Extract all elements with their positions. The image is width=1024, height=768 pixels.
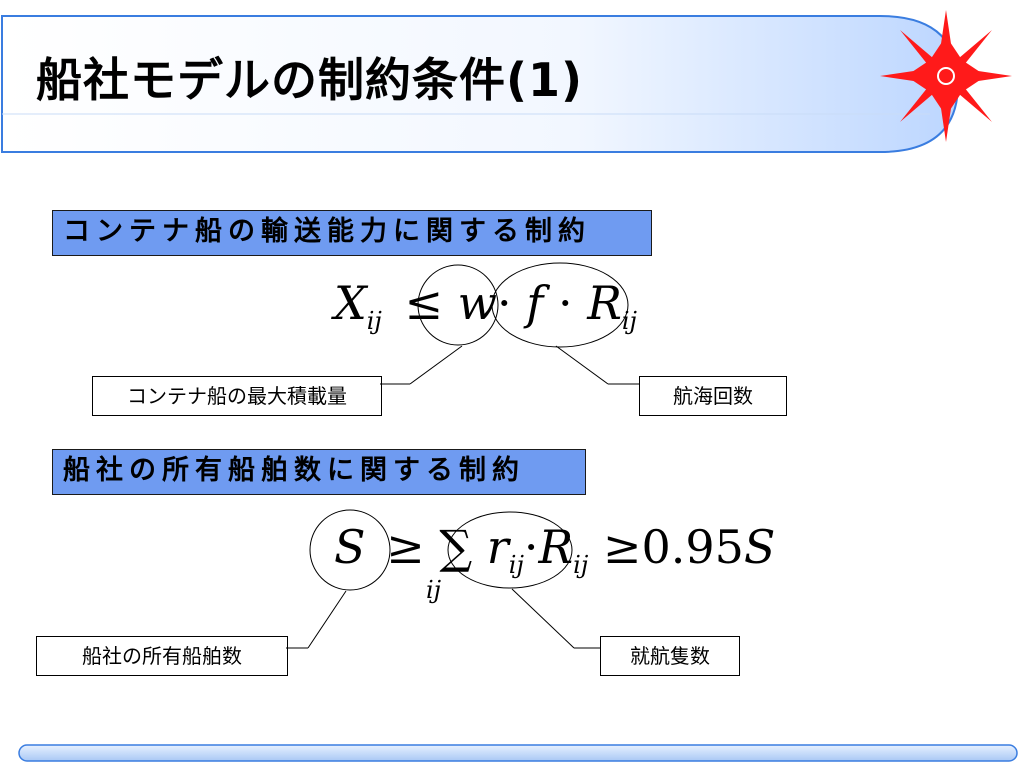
formula-op-geq: ≥ xyxy=(602,520,642,574)
formula-var-f: f xyxy=(526,276,544,330)
formula-sub-ij: ij xyxy=(366,307,382,336)
label-max-load: コンテナ船の最大積載量 xyxy=(92,376,382,416)
callout-line xyxy=(555,345,609,385)
formula-sub-ij: ij xyxy=(508,551,524,580)
callout-line xyxy=(511,588,575,649)
callout-line xyxy=(307,590,347,649)
section-heading-capacity: コンテナ船の輸送能力に関する制約 xyxy=(52,210,652,256)
formula-var-r: R xyxy=(538,520,574,574)
formula-var-s: S xyxy=(334,520,366,574)
formula-capacity-constraint: Xij ≤ w· f · Rij xyxy=(334,276,637,336)
slide-title: 船社モデルの制約条件(1) xyxy=(36,53,584,107)
label-voyage-count: 航海回数 xyxy=(639,376,787,416)
formula-op-geq: ≥ xyxy=(386,520,425,574)
formula-sub-ij: ij xyxy=(621,307,637,336)
formula-op-leq: ≤ xyxy=(404,276,444,330)
formula-var-r: R xyxy=(587,276,622,330)
formula-dot: · xyxy=(523,520,539,574)
compass-star-icon xyxy=(880,10,1012,142)
formula-var-x: X xyxy=(334,276,367,330)
formula-dot: · xyxy=(557,276,573,330)
formula-sum-index: ij xyxy=(426,576,442,604)
formula-sub-ij: ij xyxy=(573,551,589,580)
section-heading-fleet: 船社の所有船舶数に関する制約 xyxy=(52,449,586,495)
label-owned-ships: 船社の所有船舶数 xyxy=(36,636,288,676)
callout-line xyxy=(409,345,463,385)
formula-fleet-constraint: S ≥ ∑ rij·Rij ≥0.95S xyxy=(334,520,775,580)
formula-dot: · xyxy=(497,276,512,330)
label-service-ships: 就航隻数 xyxy=(600,636,740,676)
bottom-bar xyxy=(18,744,1018,762)
formula-var-r-small: r xyxy=(486,520,509,574)
formula-var-w: w xyxy=(457,276,498,330)
formula-sum-symbol: ∑ xyxy=(439,520,473,574)
formula-var-s: S xyxy=(743,520,776,574)
formula-coefficient: 0.95 xyxy=(641,520,744,574)
